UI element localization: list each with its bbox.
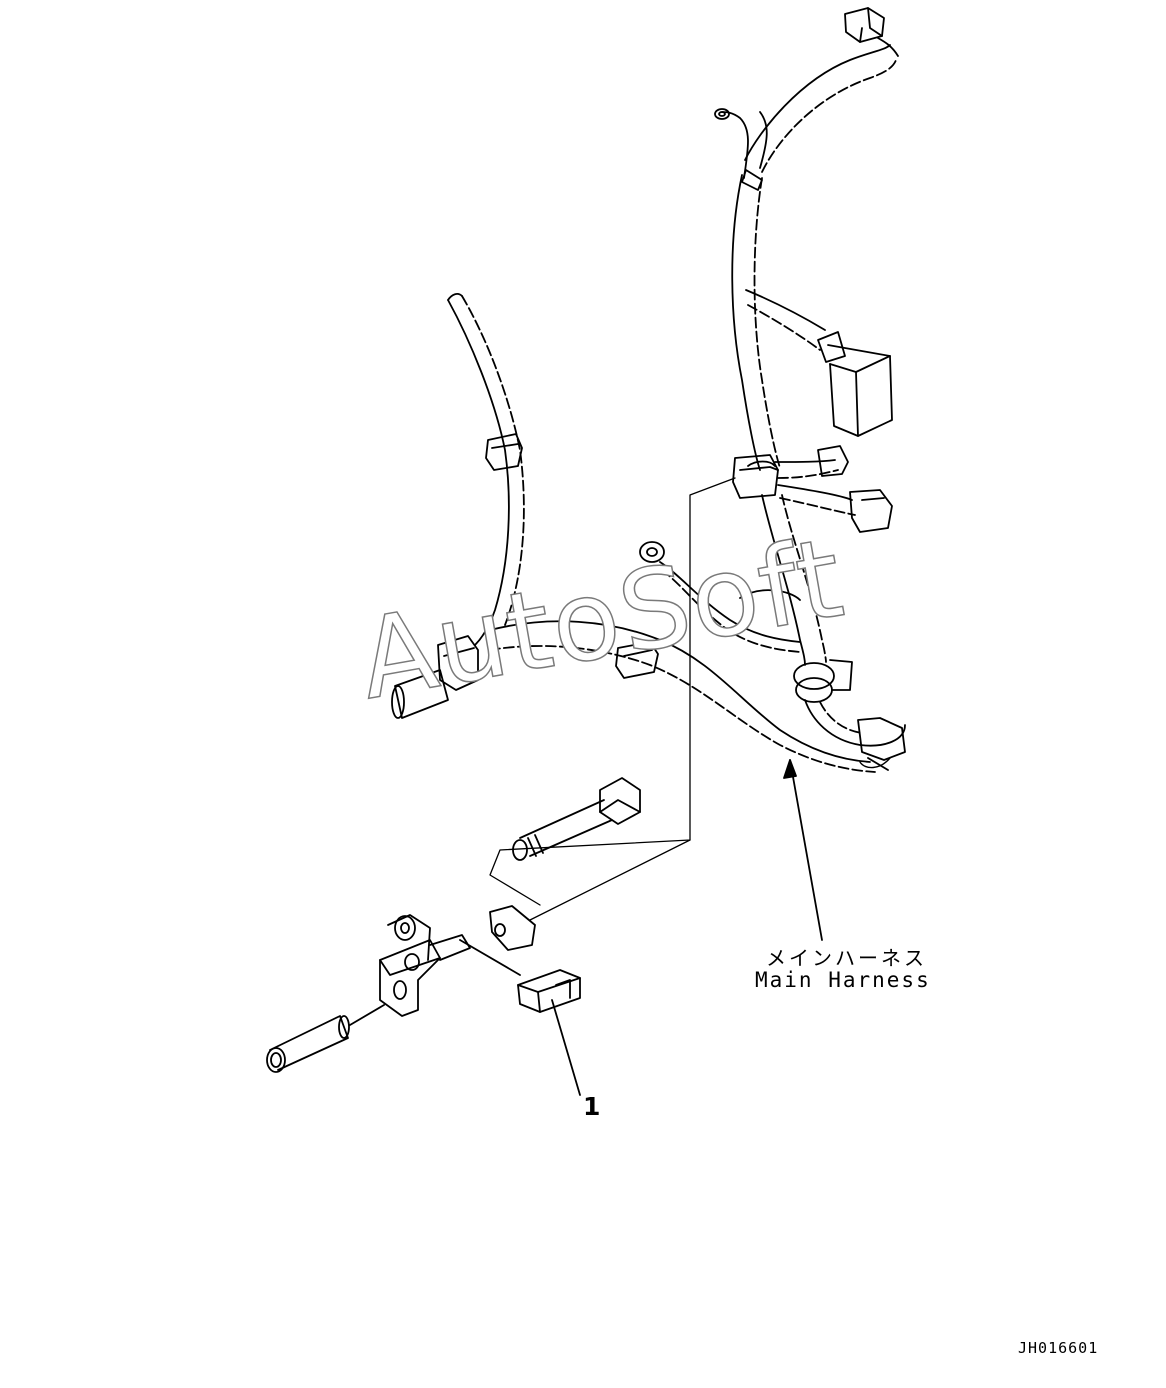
upper-harness-trunk bbox=[714, 44, 897, 471]
left-harness bbox=[447, 293, 525, 646]
left-clamp-sleeve bbox=[391, 635, 479, 719]
main-harness-lower bbox=[489, 620, 906, 773]
spacer bbox=[266, 1004, 385, 1073]
top-connector bbox=[844, 7, 899, 57]
leader-lines bbox=[489, 477, 736, 921]
main-harness-label-en: Main Harness bbox=[755, 968, 931, 992]
right-branch-connectors bbox=[774, 445, 893, 533]
small-clip bbox=[489, 905, 536, 951]
l-bracket bbox=[379, 914, 521, 1017]
part-1-connector bbox=[517, 969, 581, 1013]
bolt bbox=[512, 777, 641, 861]
grommet bbox=[793, 659, 853, 703]
drawing-id: JH016601 bbox=[1018, 1339, 1099, 1357]
mid-clamp bbox=[615, 641, 659, 679]
callout-leaders bbox=[551, 757, 891, 1096]
trunk-clamp bbox=[732, 454, 779, 499]
main-harness-label-jp: メインハーネス bbox=[766, 946, 927, 970]
side-branch-connector bbox=[745, 289, 893, 437]
lower-trunk bbox=[739, 494, 827, 666]
part-number-callout: 1 bbox=[583, 1092, 601, 1121]
ring-terminal-branch bbox=[639, 541, 801, 653]
